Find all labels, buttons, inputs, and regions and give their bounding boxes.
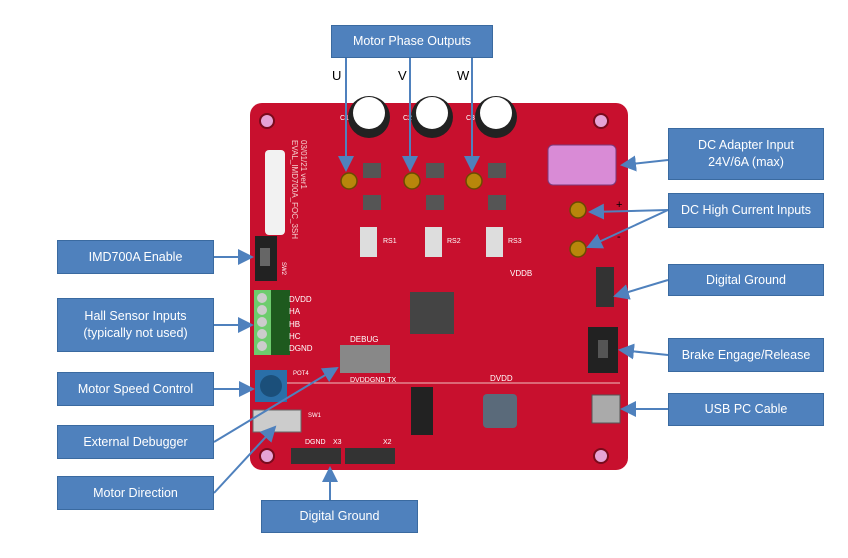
- hall-pin-dvdd: DVDD: [289, 295, 312, 304]
- sw2-label: SW2: [280, 262, 286, 276]
- hall-pin-hb: HB: [289, 320, 300, 329]
- callout-hall-sensor-inputs: Hall Sensor Inputs (typically not used): [57, 298, 214, 352]
- callout-text: (typically not used): [83, 326, 188, 340]
- minus-label: -: [617, 231, 621, 243]
- c2-label: C2: [403, 115, 412, 122]
- callout-dc-high-current-inputs: DC High Current Inputs: [668, 193, 824, 228]
- vddb-label: VDDB: [510, 269, 532, 278]
- x3-label: X3: [333, 439, 342, 446]
- callout-dc-adapter-input: DC Adapter Input 24V/6A (max): [668, 128, 824, 180]
- callout-digital-ground-right: Digital Ground: [668, 264, 824, 296]
- debugger-mcu: [483, 394, 517, 428]
- debug-label: DEBUG: [350, 335, 378, 344]
- x2-header: [345, 448, 395, 464]
- callout-usb-pc-cable: USB PC Cable: [668, 393, 824, 426]
- rs2-label: RS2: [447, 238, 461, 245]
- phase-label-w: W: [457, 68, 470, 83]
- mcu-chip: [410, 292, 454, 334]
- callout-brake-engage-release: Brake Engage/Release: [668, 338, 824, 372]
- callout-motor-speed-control: Motor Speed Control: [57, 372, 214, 406]
- callout-text: Hall Sensor Inputs: [84, 309, 187, 323]
- hall-pin-dgnd: DGND: [289, 344, 313, 353]
- phase-terminals: [340, 172, 587, 258]
- debugger-ic: [411, 387, 433, 435]
- phase-label-u: U: [332, 68, 342, 83]
- bulk-capacitors: [348, 96, 517, 138]
- callout-text: 24V/6A (max): [708, 155, 784, 169]
- callout-arrows: [213, 58, 669, 500]
- c3-label: C3: [466, 115, 475, 122]
- hall-pin-hc: HC: [289, 332, 301, 341]
- callout-digital-ground-bottom: Digital Ground: [261, 500, 418, 533]
- shunt-resistors: [360, 227, 503, 257]
- dgnd-label: DGND: [305, 439, 326, 446]
- dgnd-header-bottom: [291, 448, 341, 464]
- pot4-label: POT4: [293, 371, 309, 377]
- callout-motor-direction: Motor Direction: [57, 476, 214, 510]
- board-title: EVAL_IMD700A_FOC_3SH: [290, 140, 299, 239]
- sw1-label: SW1: [308, 413, 322, 419]
- mounting-holes: [259, 113, 609, 464]
- mosfets: [363, 163, 506, 210]
- dgnd-header-right: [596, 267, 614, 307]
- debug-header: [340, 345, 390, 373]
- x2-label: X2: [383, 439, 392, 446]
- callout-text: DC Adapter Input: [698, 138, 794, 152]
- board-date-version: 03/01/21 ver1: [299, 140, 308, 189]
- dvdd-label: DVDD: [490, 374, 513, 383]
- pcb: [250, 103, 628, 470]
- callout-imd700a-enable: IMD700A Enable: [57, 240, 214, 274]
- callout-external-debugger: External Debugger: [57, 425, 214, 459]
- rs1-label: RS1: [383, 238, 397, 245]
- hall-pin-ha: HA: [289, 307, 301, 316]
- phase-label-v: V: [398, 68, 407, 83]
- dc-jack: [547, 144, 617, 186]
- callout-motor-phase-outputs: Motor Phase Outputs: [331, 25, 493, 58]
- rs3-label: RS3: [508, 238, 522, 245]
- usb-connector: [591, 394, 621, 424]
- plus-label: +: [616, 199, 623, 211]
- c1-label: C1: [340, 115, 349, 122]
- debug-pins-label: DVDDGND TX: [350, 377, 396, 384]
